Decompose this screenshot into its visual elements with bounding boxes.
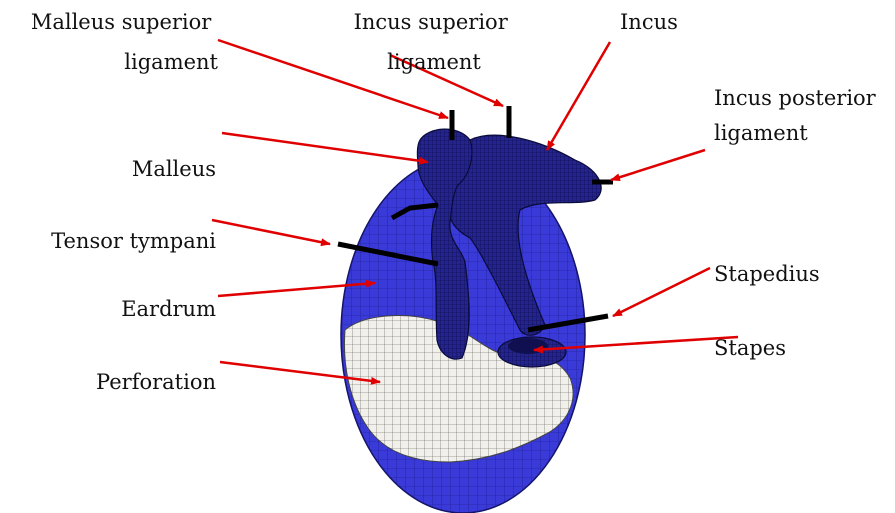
label-incus-superior-ligament: Incus superior ligament xyxy=(354,10,515,74)
label-stapes: Stapes xyxy=(714,336,786,360)
label-incus-posterior-ligament: Incus posterior ligament xyxy=(714,86,882,145)
label-stapedius: Stapedius xyxy=(714,262,820,286)
label-incus-superior-ligament-line2: ligament xyxy=(387,50,481,74)
arrow-tensor-tympani xyxy=(212,220,330,244)
arrow-incus xyxy=(547,42,610,150)
label-malleus: Malleus xyxy=(132,157,216,181)
label-malleus-superior-ligament-line1: Malleus superior xyxy=(31,10,212,34)
label-incus: Incus xyxy=(620,10,678,34)
label-incus-posterior-ligament-line1: Incus posterior xyxy=(714,86,877,110)
label-incus-superior-ligament-line1: Incus superior xyxy=(354,10,509,34)
arrow-stapedius xyxy=(613,268,710,316)
arrow-incus-posterior-ligament xyxy=(611,150,705,180)
label-perforation: Perforation xyxy=(96,370,216,394)
label-tensor-tympani: Tensor tympani xyxy=(51,229,216,253)
label-incus-posterior-ligament-line2: ligament xyxy=(714,121,808,145)
arrow-malleus xyxy=(222,133,428,162)
label-malleus-superior-ligament-line2: ligament xyxy=(124,50,218,74)
label-malleus-superior-ligament: Malleus superior ligament xyxy=(31,10,219,74)
stapes-footplate xyxy=(508,338,548,354)
label-eardrum: Eardrum xyxy=(121,297,216,321)
